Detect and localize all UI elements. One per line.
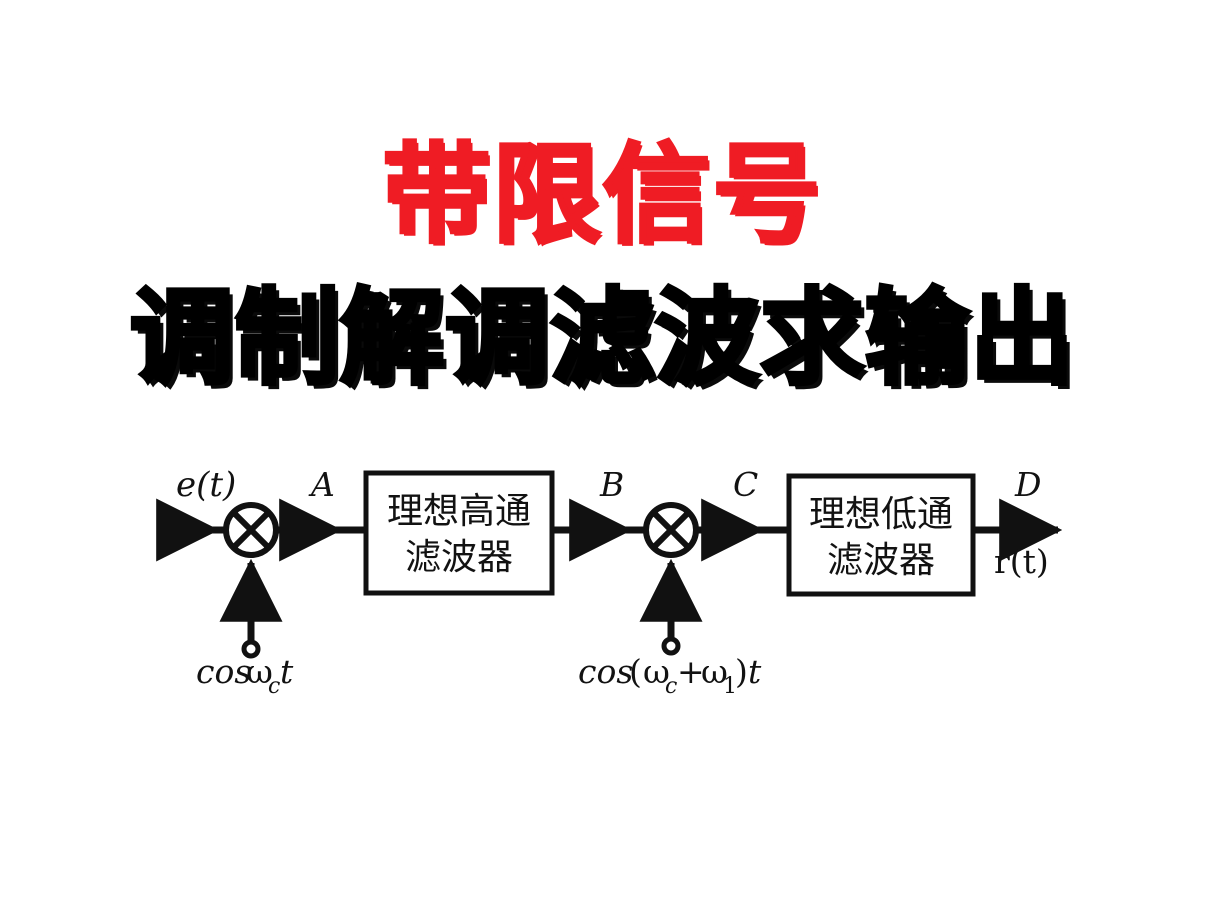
block-diagram: e(t) cos ω c t A bbox=[0, 430, 1205, 720]
block-ideal-highpass-line2: 滤波器 bbox=[405, 537, 513, 578]
node-label-d: D bbox=[1014, 465, 1041, 504]
svg-text:c: c bbox=[665, 674, 677, 699]
mixer-1 bbox=[223, 502, 279, 558]
svg-text:t: t bbox=[280, 652, 294, 691]
svg-text:cos: cos bbox=[196, 652, 251, 691]
output-signal-label: r(t) bbox=[994, 542, 1049, 581]
svg-text:ω: ω bbox=[643, 652, 670, 691]
input-terminal-node bbox=[156, 520, 176, 540]
node-label-b: B bbox=[599, 465, 624, 504]
block-ideal-lowpass-line1: 理想低通 bbox=[809, 494, 953, 535]
svg-text:ω: ω bbox=[701, 652, 728, 691]
svg-text:c: c bbox=[268, 674, 280, 699]
svg-text:+: + bbox=[677, 652, 705, 691]
block-ideal-lowpass: 理想低通 滤波器 bbox=[786, 473, 976, 597]
carrier-1-terminal-node bbox=[241, 639, 261, 659]
svg-text:1: 1 bbox=[723, 674, 737, 699]
carrier-2-label: cos ( ω c + ω 1 ) t bbox=[578, 652, 762, 699]
svg-text:t: t bbox=[748, 652, 762, 691]
node-label-c: C bbox=[733, 465, 758, 504]
svg-text:ω: ω bbox=[246, 652, 273, 691]
svg-text:(: ( bbox=[629, 652, 642, 691]
mixer-2 bbox=[643, 502, 699, 558]
page-title-secondary: 调制解调滤波求输出 bbox=[128, 276, 1076, 400]
block-ideal-lowpass-line2: 滤波器 bbox=[827, 540, 935, 581]
input-signal-label: e(t) bbox=[176, 465, 236, 505]
carrier-1-label: cos ω c t bbox=[196, 652, 294, 699]
page-title-primary: 带限信号 bbox=[381, 133, 823, 258]
block-ideal-highpass-line1: 理想高通 bbox=[387, 491, 531, 532]
svg-text:): ) bbox=[735, 652, 748, 691]
block-ideal-highpass: 理想高通 滤波器 bbox=[363, 470, 555, 596]
node-label-a: A bbox=[308, 465, 335, 504]
svg-text:cos: cos bbox=[578, 652, 633, 691]
carrier-2-terminal-node bbox=[661, 636, 681, 656]
